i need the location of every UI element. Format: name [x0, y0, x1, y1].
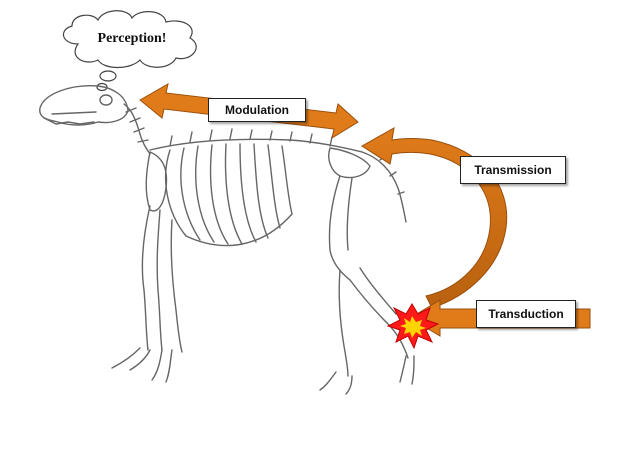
dog-skeleton-icon [40, 86, 414, 394]
perception-label: Perception! [72, 24, 192, 54]
transmission-arrow [362, 128, 507, 308]
transmission-label: Transmission [460, 156, 566, 184]
modulation-label: Modulation [208, 98, 306, 122]
transduction-label: Transduction [476, 300, 576, 328]
